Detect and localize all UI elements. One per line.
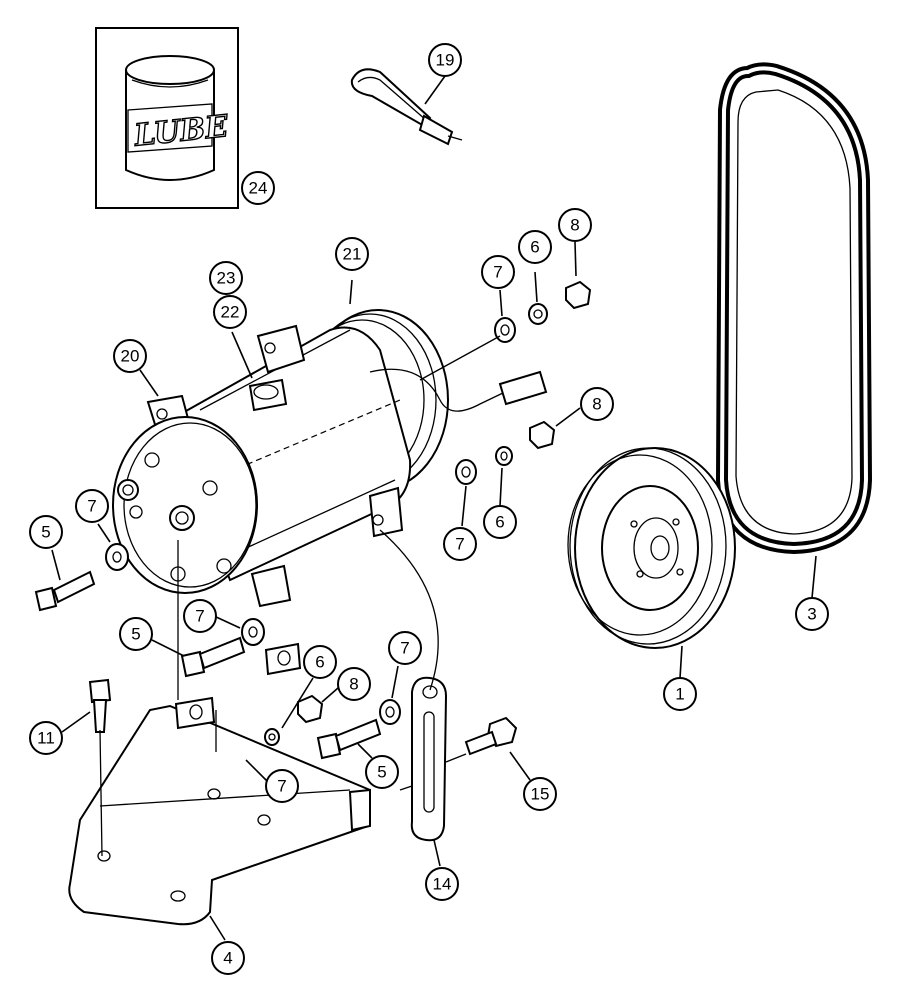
callout-8: 8 <box>337 667 371 701</box>
callout-7: 7 <box>75 489 109 523</box>
adjusting-link-part <box>410 676 448 842</box>
callout-6-label: 6 <box>530 238 539 257</box>
cable-tie-part <box>350 68 463 146</box>
pulley-part <box>567 447 736 649</box>
callout-15: 15 <box>523 777 557 811</box>
callout-24-label: 24 <box>249 179 268 198</box>
drive-belt-part <box>715 62 873 555</box>
callout-6: 6 <box>518 230 552 264</box>
callout-21-label: 21 <box>343 245 362 264</box>
callout-7: 7 <box>481 255 515 289</box>
callout-6-label: 6 <box>495 513 504 532</box>
callout-23: 23 <box>209 261 243 295</box>
callout-7-label: 7 <box>277 777 286 796</box>
callout-24: 24 <box>241 171 275 205</box>
mounting-bracket-part <box>68 642 372 926</box>
compressor-part <box>112 309 548 608</box>
callout-7-label: 7 <box>400 639 409 658</box>
callout-14-label: 14 <box>433 875 452 894</box>
callout-7-label: 7 <box>493 263 502 282</box>
alignment-lines <box>99 335 501 857</box>
callout-5-label: 5 <box>41 523 50 542</box>
callout-14: 14 <box>425 867 459 901</box>
callout-6: 6 <box>303 645 337 679</box>
callout-5: 5 <box>29 515 63 549</box>
fastener-parts <box>34 280 592 765</box>
callout-11-label: 11 <box>37 729 55 748</box>
lube-can-part: LUBE <box>95 27 239 209</box>
callout-20-label: 20 <box>121 347 140 366</box>
callout-8: 8 <box>580 387 614 421</box>
callout-23-label: 23 <box>217 269 236 288</box>
callout-4-label: 4 <box>223 949 232 968</box>
callout-8-label: 8 <box>349 675 358 694</box>
callout-8-label: 8 <box>570 216 579 235</box>
callout-8: 8 <box>558 208 592 242</box>
callout-4: 4 <box>211 941 245 975</box>
leader-lines <box>51 75 817 941</box>
callout-3-label: 3 <box>807 605 816 624</box>
callout-1: 1 <box>663 677 697 711</box>
callout-11: 11 <box>29 721 63 755</box>
callout-5-label: 5 <box>377 763 386 782</box>
callout-7-label: 7 <box>195 607 204 626</box>
callout-7: 7 <box>183 599 217 633</box>
callout-6: 6 <box>483 505 517 539</box>
callout-1-label: 1 <box>675 685 684 704</box>
callout-8-label: 8 <box>592 395 601 414</box>
callout-5: 5 <box>365 755 399 789</box>
callout-7: 7 <box>265 769 299 803</box>
callout-21: 21 <box>335 237 369 271</box>
callout-6-label: 6 <box>315 653 324 672</box>
callout-15-label: 15 <box>531 785 550 804</box>
callout-5: 5 <box>119 617 153 651</box>
callout-5-label: 5 <box>131 625 140 644</box>
callout-7: 7 <box>443 527 477 561</box>
callout-3: 3 <box>795 597 829 631</box>
callout-7: 7 <box>388 631 422 665</box>
callout-19-label: 19 <box>436 51 455 70</box>
callout-22-label: 22 <box>221 303 240 322</box>
callout-7-label: 7 <box>87 497 96 516</box>
callout-19: 19 <box>428 43 462 77</box>
callout-20: 20 <box>113 339 147 373</box>
callout-7-label: 7 <box>455 535 464 554</box>
callout-22: 22 <box>213 295 247 329</box>
